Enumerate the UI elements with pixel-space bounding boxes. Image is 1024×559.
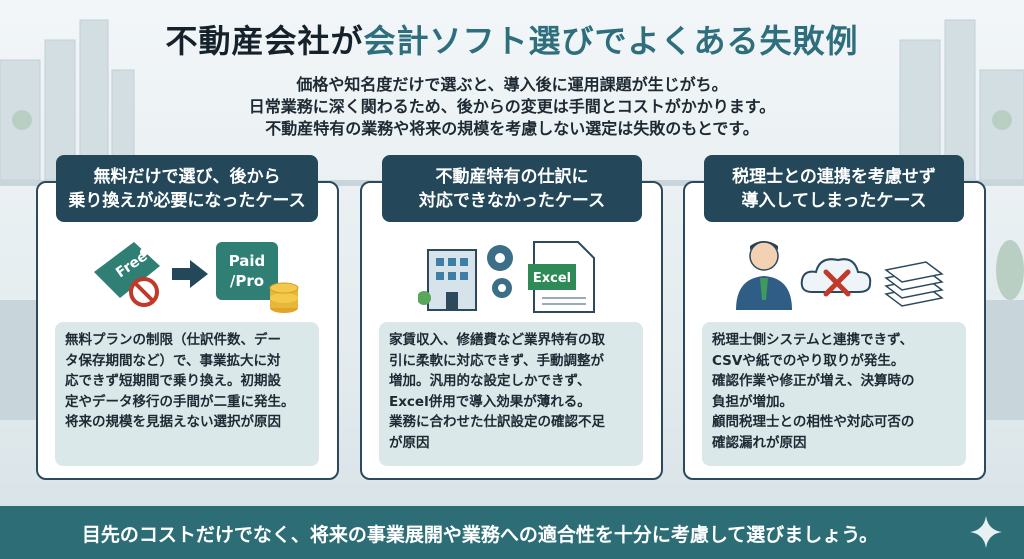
description-line: 応できず短期間で乗り換え。初期設	[65, 373, 281, 389]
free-tag-icon: Free	[94, 242, 160, 298]
paid-pro-icon: Paid /Pro	[216, 242, 278, 300]
subtitle-line: 価格や知名度だけで選ぶと、導入後に運用課題が生じがち。	[296, 75, 728, 94]
description-line: 家賃収入、修繕費など業界特有の取	[389, 332, 605, 348]
prohibited-icon	[129, 277, 159, 307]
arrow-right-icon	[172, 260, 208, 288]
cloud-disconnected-icon	[800, 258, 872, 297]
real-estate-illustration: Excel	[418, 241, 595, 313]
case-card-tax-accountant-heading: 税理士との連携を考慮せず 導入してしまったケース	[704, 155, 964, 222]
footer-banner: 目先のコストだけでなく、将来の事業展開や業務への適合性を十分に考慮して選びましょ…	[0, 506, 1024, 559]
case-card-real-estate-heading: 不動産特有の仕訳に 対応できなかったケース	[382, 155, 642, 222]
title-part2: 会計ソフト選びでよくある失敗例	[363, 22, 859, 60]
case-card-real-estate-description: 家賃収入、修繕費など業界特有の取 引に柔軟に対応できず、手動調整が 増加。汎用的…	[379, 322, 643, 466]
subtitle-line: 日常業務に深く関わるため、後からの変更は手間とコストがかかります。	[248, 97, 776, 116]
description-line: 顧問税理士との相性や対応可否の	[712, 414, 915, 430]
description-line: 確認漏れが原因	[712, 434, 807, 451]
page-title: 不動産会社が会計ソフト選びでよくある失敗例	[0, 16, 1024, 62]
description-line: 引に柔軟に対応できず、手動調整が	[389, 352, 605, 369]
accountant-person-icon	[736, 241, 792, 310]
footer-message: 目先のコストだけでなく、将来の事業展開や業務への適合性を十分に考慮して選びましょ…	[81, 524, 879, 546]
case-card-free-heading: 無料だけで選び、後から 乗り換えが必要になったケース	[56, 155, 318, 222]
tax-accountant-illustration	[736, 241, 944, 310]
paid-label: Paid	[229, 252, 266, 270]
excel-document-icon: Excel	[528, 241, 595, 313]
description-line: 増加。汎用的な設定しかできず、	[389, 373, 591, 389]
coins-icon	[269, 282, 299, 313]
description-line: タ保存期間など）で、事業拡大に対	[65, 352, 281, 369]
excel-label: Excel	[533, 271, 571, 286]
subtitle: 価格や知名度だけで選ぶと、導入後に運用課題が生じがち。 日常業務に深く関わるため…	[0, 74, 1024, 140]
heading-line: 無料だけで選び、後から	[93, 167, 281, 187]
paper-stack-icon	[884, 261, 944, 307]
description-line: が原因	[389, 434, 430, 451]
description-line: 将来の規模を見据えない選択が原因	[65, 414, 281, 430]
heading-line: 税理士との連携を考慮せず	[732, 167, 936, 187]
case-card-free-description: 無料プランの制限（仕訳件数、デー タ保存期間など）で、事業拡大に対 応できず短期…	[55, 322, 319, 466]
description-line: 税理士側システムと連携できず、	[712, 332, 914, 348]
free-to-paid-illustration: Free Paid /Pro	[94, 242, 299, 313]
building-icon	[418, 249, 477, 311]
heading-line: 対応できなかったケース	[418, 191, 606, 211]
sparkle-icon	[970, 516, 1002, 548]
heading-line: 乗り換えが必要になったケース	[68, 191, 306, 211]
description-line: 無料プランの制限（仕訳件数、デー	[65, 332, 281, 348]
description-line: 負担が増加。	[712, 393, 793, 410]
gear-icon	[487, 245, 513, 298]
description-line: 定やデータ移行の手間が二重に発生。	[65, 393, 295, 410]
description-line: 業務に合わせた仕訳設定の確認不足	[389, 414, 605, 430]
pro-label: /Pro	[230, 272, 264, 290]
description-line: CSVや紙でのやり取りが発生。	[712, 352, 905, 369]
description-line: 確認作業や修正が増え、決算時の	[712, 373, 915, 389]
subtitle-line: 不動産特有の業務や将来の規模を考慮しない選定は失敗のもとです。	[265, 119, 759, 138]
case-card-tax-accountant-description: 税理士側システムと連携できず、 CSVや紙でのやり取りが発生。 確認作業や修正が…	[702, 322, 966, 466]
heading-line: 導入してしまったケース	[741, 191, 927, 211]
title-part1: 不動産会社が	[165, 22, 364, 60]
description-line: Excel併用で導入効果が薄れる。	[389, 393, 591, 410]
heading-line: 不動産特有の仕訳に	[435, 167, 589, 187]
